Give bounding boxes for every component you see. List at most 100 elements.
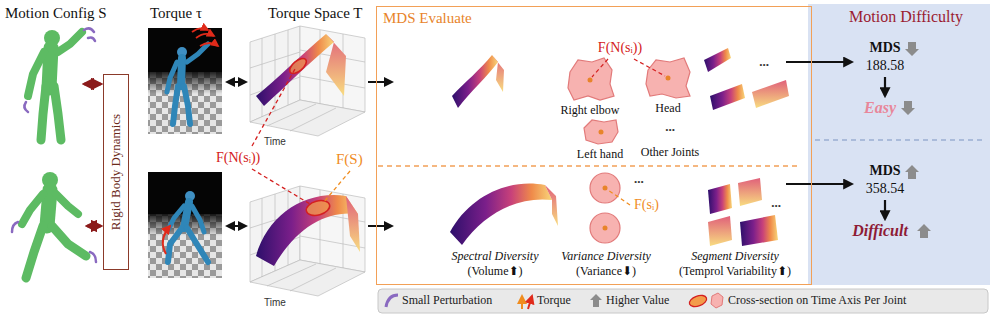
- formula-label: F(N(sᵢ)): [598, 40, 642, 56]
- segment-tile: [710, 84, 745, 110]
- cross-section: [646, 58, 690, 98]
- trend-icon: [917, 224, 931, 238]
- human-figure: [26, 226, 43, 278]
- trend-icon: [905, 42, 919, 56]
- double-arrow: [227, 225, 246, 227]
- segment-tile: [704, 48, 789, 110]
- legend-box: [378, 289, 988, 313]
- simulation-frame: [196, 34, 214, 38]
- flow-arrow: [884, 200, 886, 219]
- divider-line: [815, 139, 984, 140]
- cross-section: [590, 173, 620, 243]
- difficulty-level: Difficult: [852, 222, 908, 240]
- plot-axes: [262, 198, 263, 277]
- metric-name: Segment Diversity: [691, 250, 779, 264]
- plot-axes: [290, 268, 336, 291]
- legend-sample: [711, 293, 723, 308]
- segment-tile: [708, 184, 732, 214]
- group-box: MDS Evaluate: [376, 6, 812, 285]
- ellipsis: ...: [634, 172, 644, 187]
- double-arrow: [87, 225, 101, 228]
- ellipsis: ...: [759, 55, 769, 70]
- cross-section: [568, 58, 614, 100]
- leader-line: [252, 169, 310, 204]
- centroid-dot: [603, 226, 608, 231]
- flow-arrow: [368, 82, 392, 226]
- metric-note: (Variance⬇): [576, 265, 636, 279]
- human-figure: [52, 226, 86, 256]
- joint-label: Left hand: [577, 148, 623, 162]
- legend-sample: [521, 296, 523, 309]
- node-heading: Rigid Body Dynamics: [109, 114, 124, 230]
- node-heading: Motion Difficulty: [808, 4, 996, 26]
- perturbation-mark: [90, 252, 96, 262]
- simulation-frame: [181, 58, 182, 86]
- double-arrow: [227, 81, 246, 83]
- centroid-dot: [666, 76, 671, 81]
- segment-tile: [704, 48, 731, 72]
- perturbation-mark: [24, 28, 95, 112]
- segment-tile: [752, 80, 789, 108]
- segment-tile: [708, 178, 778, 246]
- trend-icon: [901, 42, 931, 238]
- joint-surface: [452, 55, 498, 108]
- leader-line: [634, 59, 665, 76]
- joint-surface: [492, 55, 504, 92]
- perturbation-mark: [84, 28, 94, 32]
- simulation-frame: [173, 86, 178, 124]
- simulation-frame: [187, 44, 208, 62]
- segment-tile: [740, 215, 778, 246]
- human-figure: [41, 86, 46, 140]
- simulation-frame: [192, 206, 204, 232]
- centroid-dot: [603, 186, 608, 191]
- joint-surface: [452, 55, 504, 108]
- simulation-frame: [163, 226, 170, 254]
- perturbation-mark: [88, 37, 95, 41]
- figure-label: Torque Space T: [268, 5, 362, 22]
- torque-surface: [256, 195, 360, 266]
- flow-arrow: [368, 81, 392, 83]
- cross-section: [584, 120, 618, 144]
- score-name: MDS: [869, 163, 900, 179]
- legend-sample: [522, 296, 532, 309]
- plot-axes: [267, 264, 316, 286]
- formula-label: F(S): [336, 151, 363, 168]
- joint-label: Right elbow: [561, 104, 620, 118]
- torque-surface: [326, 34, 346, 96]
- joint-label: Head: [655, 102, 680, 116]
- metric-note: (Volume⬆): [467, 265, 522, 279]
- plot-axes: [275, 34, 276, 111]
- legend-text: Small Perturbation: [402, 294, 492, 308]
- simulation-frame: [184, 86, 190, 124]
- legend-sample: [590, 294, 602, 307]
- formula-label: F(sᵢ): [634, 197, 659, 213]
- metric-name: Variance Diversity: [561, 250, 651, 264]
- plot-axes: [290, 108, 336, 131]
- torque-surface: [346, 196, 360, 252]
- ellipsis: ...: [771, 196, 781, 211]
- human-figure: [22, 172, 86, 278]
- segment-tile: [738, 178, 762, 206]
- perturbation-mark: [24, 102, 28, 112]
- double-arrow: [84, 83, 101, 86]
- simulation-frame: [148, 172, 222, 278]
- flow-arrow: [786, 61, 852, 63]
- result-panel: Motion Difficulty: [808, 4, 996, 285]
- node-heading: MDS Evaluate: [377, 7, 811, 27]
- plot-axes: [250, 260, 365, 296]
- leader-line: [608, 190, 630, 205]
- simulation-frame: [187, 228, 208, 262]
- score-value: 358.54: [866, 181, 905, 197]
- torque-surface: [287, 56, 309, 77]
- human-figure: [28, 30, 82, 140]
- process-box: Rigid Body Dynamics: [103, 74, 129, 270]
- legend-sample: [386, 295, 398, 307]
- spectral-volume: [545, 185, 558, 226]
- simulation-frame: [168, 228, 182, 262]
- spectral-volume: [450, 183, 552, 245]
- centroid-dot: [603, 186, 608, 231]
- legend-sample: [528, 296, 532, 309]
- simulation-frame: [167, 44, 208, 124]
- figure-label: Torque τ: [150, 5, 202, 22]
